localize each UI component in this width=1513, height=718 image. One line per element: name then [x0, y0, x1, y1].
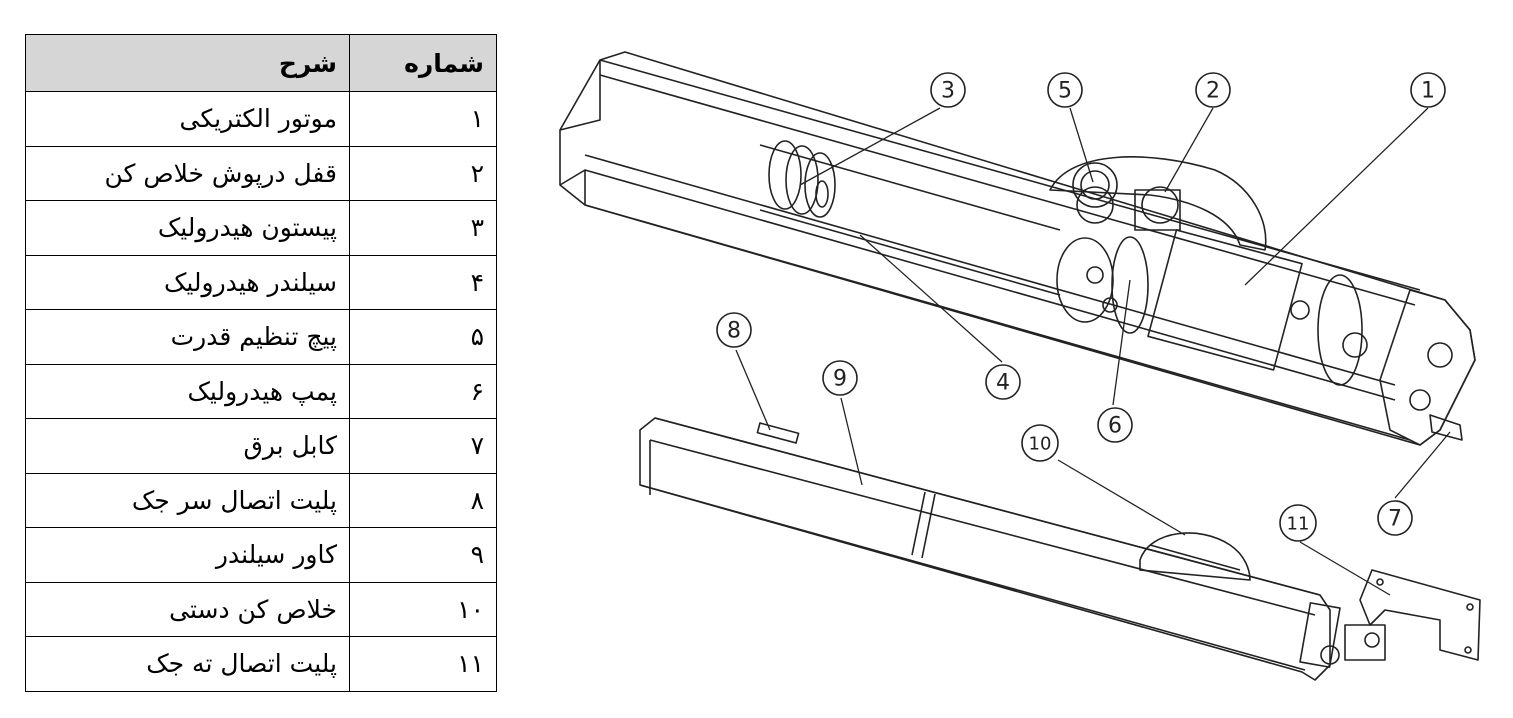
- hydraulic-piston: [759, 140, 1061, 296]
- callout-5: 5: [1047, 72, 1083, 108]
- callout-6: 6: [1097, 407, 1133, 443]
- callout-markers: 1 2 3 5 4 6 7 8 9 10 11: [716, 72, 1446, 542]
- row-number: ۲: [349, 145, 497, 201]
- svg-text:6: 6: [1108, 414, 1122, 439]
- callout-4: 4: [985, 364, 1021, 400]
- callout-9: 9: [822, 360, 858, 396]
- row-description: موتور الکتریکی: [25, 91, 350, 147]
- cylinder-cover-outline: [639, 417, 1331, 681]
- row-description: کاور سیلندر: [25, 527, 350, 583]
- end-cap: [1379, 289, 1476, 446]
- hydraulic-pump: [1056, 236, 1149, 334]
- svg-text:8: 8: [727, 319, 741, 344]
- power-adjust-assembly: [1049, 156, 1267, 251]
- row-description: خلاص کن دستی: [25, 581, 350, 637]
- header-description: شرح: [25, 34, 350, 92]
- row-description: پلیت اتصال سر جک: [25, 472, 350, 528]
- row-number: ۵: [349, 309, 497, 365]
- table-header-row: شماره شرح: [25, 34, 497, 92]
- lower-actuator-assembled: [639, 417, 1481, 681]
- svg-text:2: 2: [1206, 79, 1220, 104]
- callout-2: 2: [1195, 72, 1231, 108]
- row-number: ۴: [349, 254, 497, 310]
- row-number: ۹: [349, 527, 497, 583]
- callout-8: 8: [716, 312, 752, 348]
- callout-11: 11: [1279, 504, 1317, 542]
- callout-10: 10: [1021, 424, 1059, 462]
- power-cable: [1429, 414, 1463, 441]
- electric-motor: [1147, 229, 1368, 386]
- row-number: ۸: [349, 472, 497, 528]
- row-description: پمپ هیدرولیک: [25, 363, 350, 419]
- row-number: ۱۰: [349, 581, 497, 637]
- row-number: ۱: [349, 91, 497, 147]
- svg-text:5: 5: [1058, 79, 1072, 104]
- callout-3: 3: [930, 72, 966, 108]
- leader-lines: [735, 107, 1451, 596]
- row-description: سیلندر هیدرولیک: [25, 254, 350, 310]
- row-number: ۷: [349, 418, 497, 474]
- rear-end-fitting: [1299, 602, 1386, 668]
- svg-text:3: 3: [941, 79, 955, 104]
- callout-7: 7: [1377, 500, 1413, 536]
- upper-actuator-cutaway: [559, 51, 1476, 446]
- svg-text:1: 1: [1421, 79, 1435, 104]
- row-description: پلیت اتصال ته جک: [25, 636, 350, 692]
- row-description: قفل درپوش خلاص کن: [25, 145, 350, 201]
- row-description: پیچ تنظیم قدرت: [25, 309, 350, 365]
- row-number: ۳: [349, 200, 497, 256]
- rear-mount-plate: [1359, 569, 1481, 661]
- manual-release-cover: [1139, 532, 1251, 581]
- svg-text:11: 11: [1287, 514, 1310, 535]
- header-number: شماره: [349, 34, 497, 92]
- row-description: پیستون هیدرولیک: [25, 200, 350, 256]
- callout-1: 1: [1410, 72, 1446, 108]
- svg-text:7: 7: [1388, 507, 1402, 532]
- hydraulic-actuator-diagram: 1 2 3 5 4 6 7 8 9 10 11: [559, 51, 1481, 681]
- row-number: ۱۱: [349, 636, 497, 692]
- row-description: کابل برق: [25, 418, 350, 474]
- svg-text:10: 10: [1029, 434, 1052, 455]
- row-number: ۶: [349, 363, 497, 419]
- svg-text:4: 4: [996, 371, 1010, 396]
- head-mount-plate: [756, 422, 800, 444]
- svg-text:9: 9: [833, 367, 847, 392]
